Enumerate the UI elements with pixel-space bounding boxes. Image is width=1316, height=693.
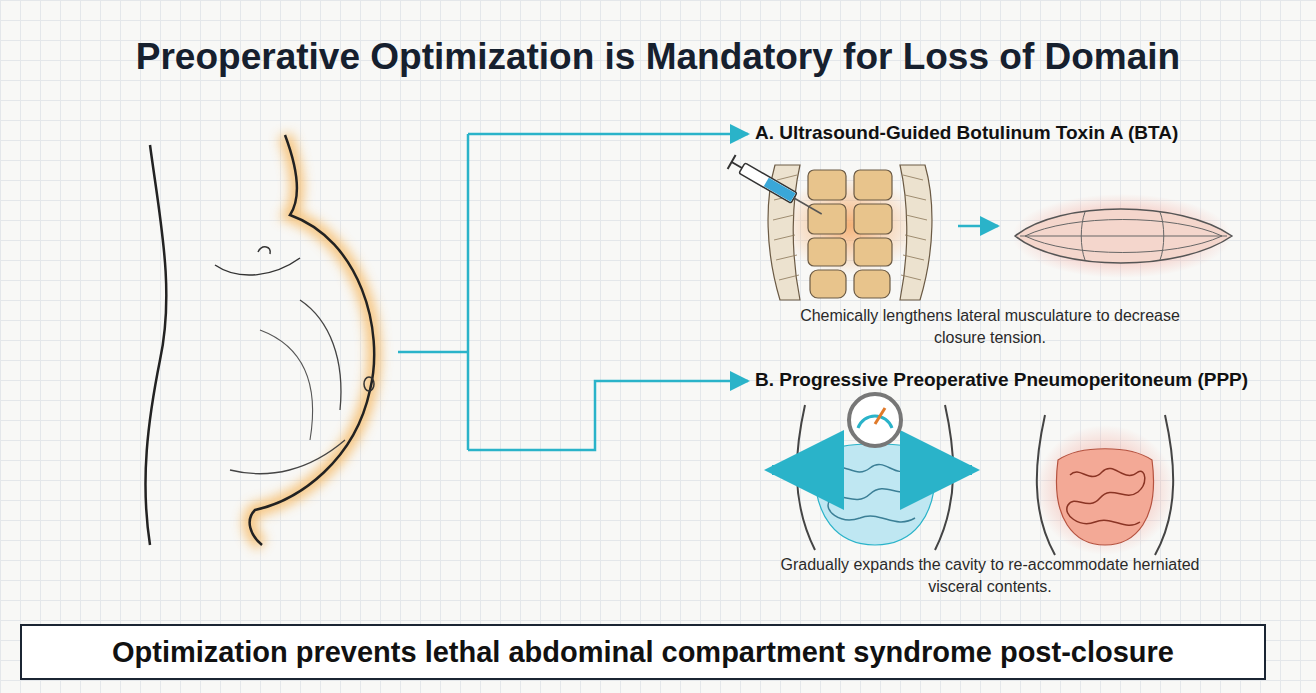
diagram-caption: Optimization prevents lethal abdominal c… bbox=[112, 636, 1174, 669]
section-note: Gradually expands the cavity to re-accom… bbox=[775, 554, 1205, 598]
result-arrow bbox=[958, 225, 998, 228]
expanding-abdomen-icon bbox=[772, 394, 972, 550]
branch-lines bbox=[398, 134, 748, 450]
section-note: Chemically lengthens lateral musculature… bbox=[785, 305, 1195, 349]
muscle-wall-icon bbox=[728, 155, 932, 300]
section-heading: A. Ultrasound-Guided Botulinum Toxin A (… bbox=[755, 122, 1178, 144]
reduced-viscera-icon bbox=[1035, 415, 1175, 555]
section-heading: B. Progressive Preoperative Pneumoperito… bbox=[755, 369, 1248, 391]
caption-box: Optimization prevents lethal abdominal c… bbox=[20, 624, 1266, 680]
abdomen-figure bbox=[145, 135, 374, 545]
stretched-muscle-icon bbox=[1012, 194, 1232, 278]
diagram-title: Preoperative Optimization is Mandatory f… bbox=[0, 36, 1316, 78]
